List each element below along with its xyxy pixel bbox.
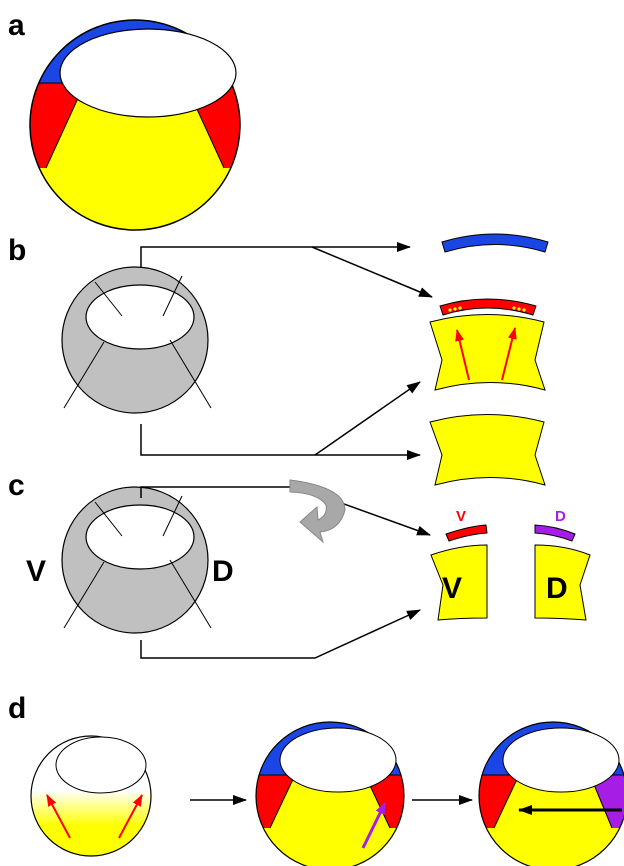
explant-ventral [430, 524, 488, 621]
panel-c-label: c [8, 469, 25, 502]
explant-v-big-label: V [442, 572, 462, 605]
explant-dorsal [534, 524, 591, 621]
panel-d-label: d [8, 692, 26, 725]
blue-cap-explant [441, 233, 549, 253]
arrows-b [140, 242, 433, 460]
embryo-d1 [30, 735, 152, 857]
explant-combined [429, 298, 546, 391]
blastocoel [59, 28, 237, 118]
embryo-c-gray [61, 486, 212, 634]
strip-v-label: V [456, 508, 466, 525]
embryo-d2 [255, 721, 405, 866]
rotation-arrow-icon [289, 479, 346, 544]
explant-yellow-only [429, 414, 546, 486]
panel-a-label: a [8, 9, 25, 42]
red-region-left [30, 83, 85, 168]
embryo-a [29, 19, 241, 231]
dorsal-label: D [212, 555, 234, 588]
embryo-b-gray [61, 266, 212, 414]
arrows-c [140, 486, 431, 659]
strip-d-label: D [555, 508, 566, 525]
embryo-d3 [478, 721, 624, 866]
ventral-label: V [26, 555, 46, 588]
explant-d-big-label: D [546, 572, 568, 605]
panel-b-label: b [8, 234, 26, 267]
